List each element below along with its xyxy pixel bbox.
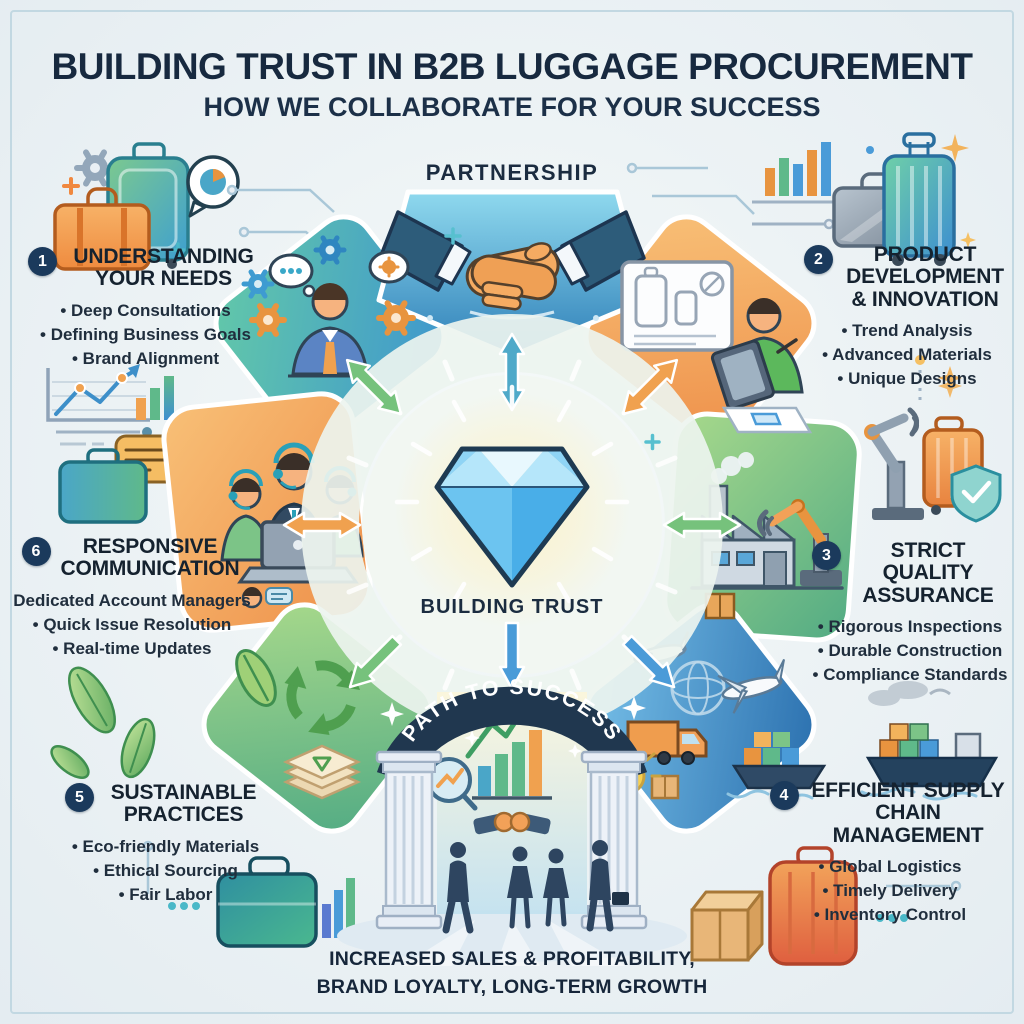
bullet-item: • Inventory Control xyxy=(813,905,967,924)
section-number-badge: 6 xyxy=(21,537,51,566)
bullet-item: • Global Logistics xyxy=(818,856,962,876)
section-3-quality-assurance: 3 STRICT QUALITY ASSURANCE • Rigorous In… xyxy=(798,539,1022,687)
success-arch-illustration: PATH TO SUCCESS xyxy=(337,675,687,966)
light-rays xyxy=(402,920,626,966)
luggage-boxes-bottomright-icon xyxy=(690,846,962,966)
bullet-item: • Quick Issue Resolution xyxy=(32,614,232,634)
luggage-set-topright-icon xyxy=(832,132,976,266)
luggage-set-topleft-icon xyxy=(53,142,240,271)
sparkle-icon xyxy=(938,374,962,398)
bullet-item: • Compliance Standards xyxy=(812,665,1008,684)
building-trust-label: BUILDING TRUST xyxy=(420,596,604,618)
bullet-item: • Eco-friendly Materials xyxy=(71,836,260,856)
section-bullets: • Rigorous Inspections • Durable Constru… xyxy=(798,615,1022,687)
section-bullets: • Eco-friendly Materials • Ethical Sourc… xyxy=(48,835,283,907)
bar-chart-left-icon xyxy=(136,376,174,420)
section-title: RESPONSIVE COMMUNICATION xyxy=(60,535,240,581)
pillar-right-icon xyxy=(580,750,648,930)
bullet-item: • Rigorous Inspections xyxy=(817,616,1003,636)
robot-arm-luggage-right-icon xyxy=(864,355,1002,523)
bullet-item: • Durable Construction xyxy=(817,640,1003,660)
bullet-item: • Trend Analysis xyxy=(841,320,973,340)
bullet-item: • Brand Alignment xyxy=(72,348,219,368)
bullet-item: • Timely Delivery xyxy=(822,880,958,900)
partnership-label: PARTNERSHIP xyxy=(425,160,599,185)
bullet-item: Dedicated Account Managers xyxy=(13,590,251,610)
bullet-item: • Ethical Sourcing xyxy=(93,860,238,880)
central-diagram: PATH TO SUCCESS xyxy=(161,189,862,966)
section-5-sustainable-practices: 5 SUSTAINABLE PRACTICES • Eco-friendly M… xyxy=(48,781,283,907)
cargo-ship-right-icon xyxy=(860,681,999,801)
page-title: BUILDING TRUST IN B2B LUGGAGE PROCUREMEN… xyxy=(51,46,973,87)
pillar-left-icon xyxy=(375,750,443,930)
bullet-item: • Fair Labor xyxy=(118,884,213,904)
section-1-understanding-your-needs: 1 UNDERSTANDING YOUR NEEDS • Deep Consul… xyxy=(28,245,263,371)
people-icon xyxy=(442,840,629,934)
section-number-badge: 2 xyxy=(804,245,833,274)
circuit-lines-topright-icon xyxy=(626,162,755,215)
section-2-product-development: 2 PRODUCT DEVELOPMENT & INNOVATION • Tre… xyxy=(800,243,1014,391)
section-title: SUSTAINABLE PRACTICES xyxy=(110,781,257,827)
section-4-supply-chain: 4 EFFICIENT SUPPLY CHAIN MANAGEMENT • Gl… xyxy=(762,779,1018,927)
bullet-item: • Unique Designs xyxy=(837,369,977,388)
circuit-lines-left-icon xyxy=(56,427,152,446)
section-number-badge: 3 xyxy=(812,541,841,570)
circuit-lines-topleft-icon xyxy=(226,184,335,255)
section-title: EFFICIENT SUPPLY CHAIN MANAGEMENT xyxy=(811,779,1005,847)
section-title: STRICT QUALITY ASSURANCE xyxy=(862,539,994,607)
section-title: UNDERSTANDING YOUR NEEDS xyxy=(73,245,254,291)
diamond-icon xyxy=(394,384,630,604)
section-bullets: • Trend Analysis • Advanced Materials • … xyxy=(800,319,1014,391)
leaves-icon xyxy=(50,666,156,779)
section-bullets: Dedicated Account Managers • Quick Issue… xyxy=(10,589,254,661)
page-subtitle: HOW WE COLLABORATE FOR YOUR SUCCESS xyxy=(203,92,821,122)
plus-marks-icon xyxy=(444,227,661,451)
section-number-badge: 1 xyxy=(28,247,57,276)
section-6-responsive-communication: 6 RESPONSIVE COMMUNICATION Dedicated Acc… xyxy=(10,535,254,661)
bullet-item: • Real-time Updates xyxy=(52,638,212,658)
section-number-badge: 5 xyxy=(65,783,94,812)
handshake-icon xyxy=(378,210,646,321)
briefcase-chart-bottomleft-icon xyxy=(142,840,355,948)
bullet-item: • Deep Consultations xyxy=(60,300,231,320)
line-chart-left-icon xyxy=(46,364,150,422)
needs-person-icon xyxy=(241,235,416,378)
section-bullets: • Global Logistics • Timely Delivery • I… xyxy=(762,855,1018,927)
footer-line-2: BRAND LOYALTY, LONG-TERM GROWTH xyxy=(316,976,708,998)
recycle-icon xyxy=(235,649,362,800)
bullet-item: • Defining Business Goals xyxy=(40,324,251,344)
section-bullets: • Deep Consultations • Defining Business… xyxy=(28,299,263,371)
section-title: PRODUCT DEVELOPMENT & INNOVATION xyxy=(846,243,1004,311)
designer-icon xyxy=(620,260,813,434)
section-number-badge: 4 xyxy=(769,781,799,810)
footer-line-1: INCREASED SALES & PROFITABILITY, xyxy=(329,948,695,970)
bullet-item: • Advanced Materials xyxy=(822,344,992,364)
